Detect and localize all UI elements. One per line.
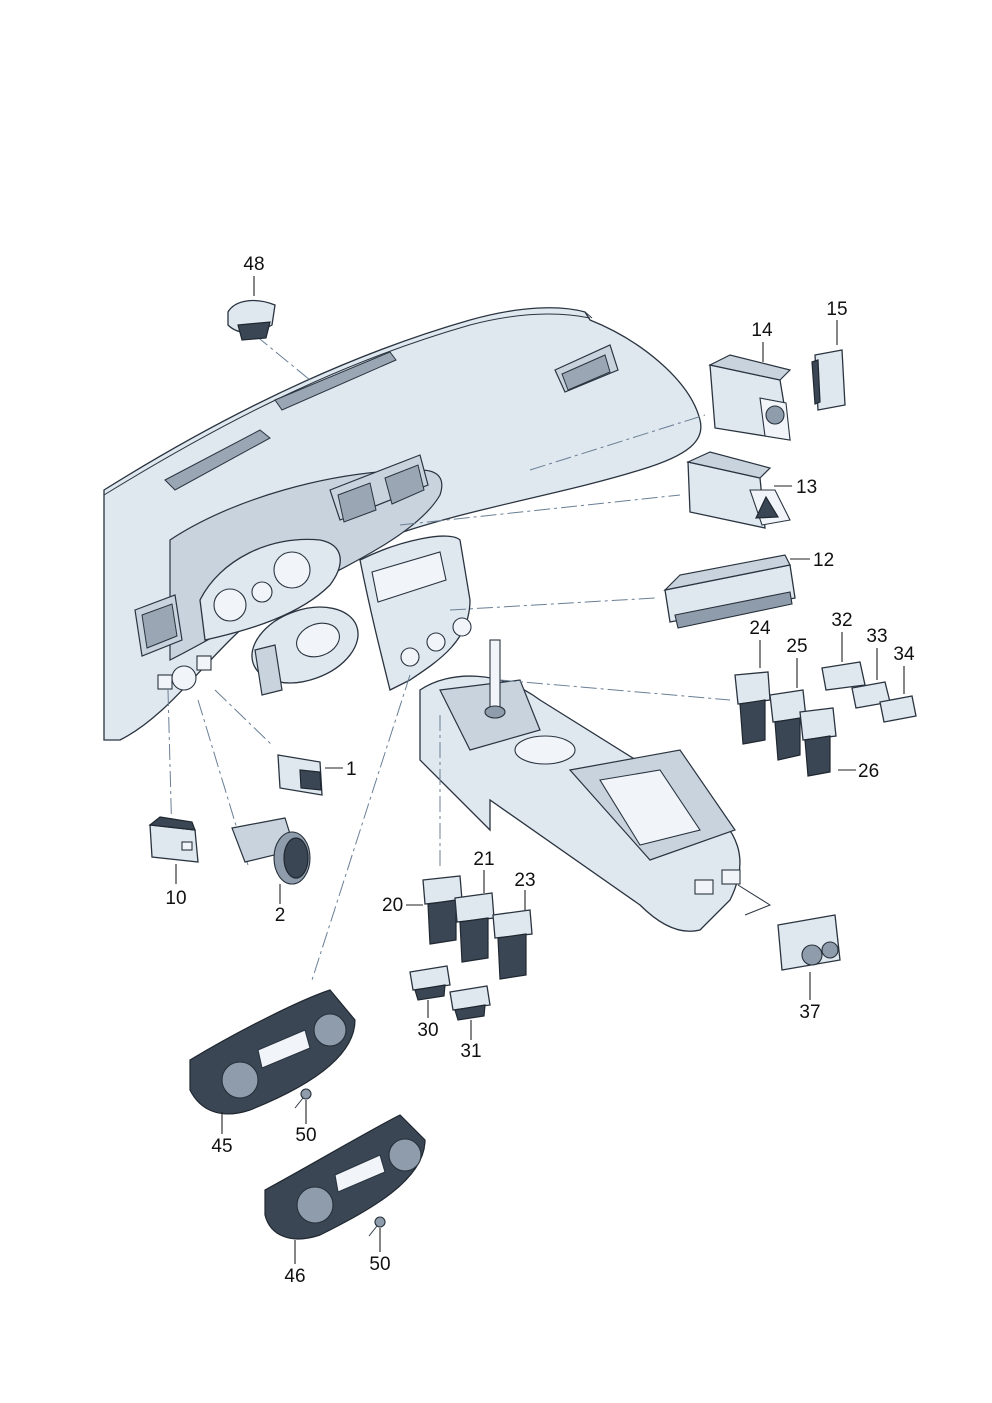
part-24-switch[interactable] bbox=[734, 671, 771, 745]
callout-32: 32 bbox=[831, 610, 852, 631]
part-21-button[interactable] bbox=[454, 892, 495, 963]
callout-23: 23 bbox=[514, 870, 535, 891]
part-26-switch[interactable] bbox=[799, 707, 837, 777]
callout-20: 20 bbox=[382, 895, 403, 916]
part-50-screw-a[interactable] bbox=[294, 1088, 312, 1109]
callout-50-a: 50 bbox=[295, 1125, 316, 1146]
dashboard-illustration bbox=[103, 307, 741, 932]
callout-46: 46 bbox=[284, 1266, 305, 1287]
part-30-blank[interactable] bbox=[409, 965, 451, 1001]
callout-leaders bbox=[175, 276, 905, 1264]
part-45-climate-control[interactable] bbox=[189, 989, 356, 1115]
part-46-climate-control[interactable] bbox=[264, 1114, 426, 1240]
callout-30: 30 bbox=[417, 1020, 438, 1041]
part-2-light-switch[interactable] bbox=[231, 817, 311, 885]
part-48-roof-switch[interactable] bbox=[227, 299, 276, 341]
callout-12: 12 bbox=[813, 550, 834, 571]
callout-2: 2 bbox=[275, 905, 286, 926]
callout-labels: 48 14 15 13 12 24 25 32 33 34 26 1 10 2 … bbox=[165, 254, 915, 1287]
callout-10: 10 bbox=[165, 888, 186, 909]
part-12-switch-strip[interactable] bbox=[663, 554, 796, 629]
callout-13: 13 bbox=[796, 477, 817, 498]
part-15-blank-cover[interactable] bbox=[811, 349, 846, 411]
part-13-hazard-switch[interactable] bbox=[686, 451, 791, 529]
part-31-blank[interactable] bbox=[449, 985, 491, 1021]
callout-33: 33 bbox=[866, 626, 887, 647]
callout-45: 45 bbox=[211, 1136, 232, 1157]
callout-31: 31 bbox=[460, 1041, 481, 1062]
callout-37: 37 bbox=[799, 1002, 820, 1023]
part-23-button[interactable] bbox=[492, 909, 533, 980]
callout-24: 24 bbox=[749, 618, 771, 639]
callout-25: 25 bbox=[786, 636, 807, 657]
part-50-screw-b[interactable] bbox=[368, 1216, 386, 1237]
callout-34: 34 bbox=[893, 644, 915, 665]
callout-48: 48 bbox=[243, 254, 264, 275]
part-10-switch[interactable] bbox=[148, 816, 199, 863]
part-14-switch-module[interactable] bbox=[708, 354, 792, 441]
part-37-switch[interactable] bbox=[777, 914, 841, 971]
callout-1: 1 bbox=[346, 759, 357, 780]
dashed-leaders bbox=[167, 334, 772, 981]
callout-50-b: 50 bbox=[369, 1254, 390, 1275]
part-32-blank[interactable] bbox=[821, 661, 866, 691]
callout-21: 21 bbox=[473, 849, 494, 870]
callout-26: 26 bbox=[858, 761, 879, 782]
part-20-button[interactable] bbox=[422, 875, 463, 945]
part-34-blank[interactable] bbox=[879, 695, 917, 723]
part-25-switch[interactable] bbox=[769, 689, 807, 761]
callout-15: 15 bbox=[826, 299, 847, 320]
callout-14: 14 bbox=[751, 320, 773, 341]
part-1-switch[interactable] bbox=[277, 754, 323, 796]
